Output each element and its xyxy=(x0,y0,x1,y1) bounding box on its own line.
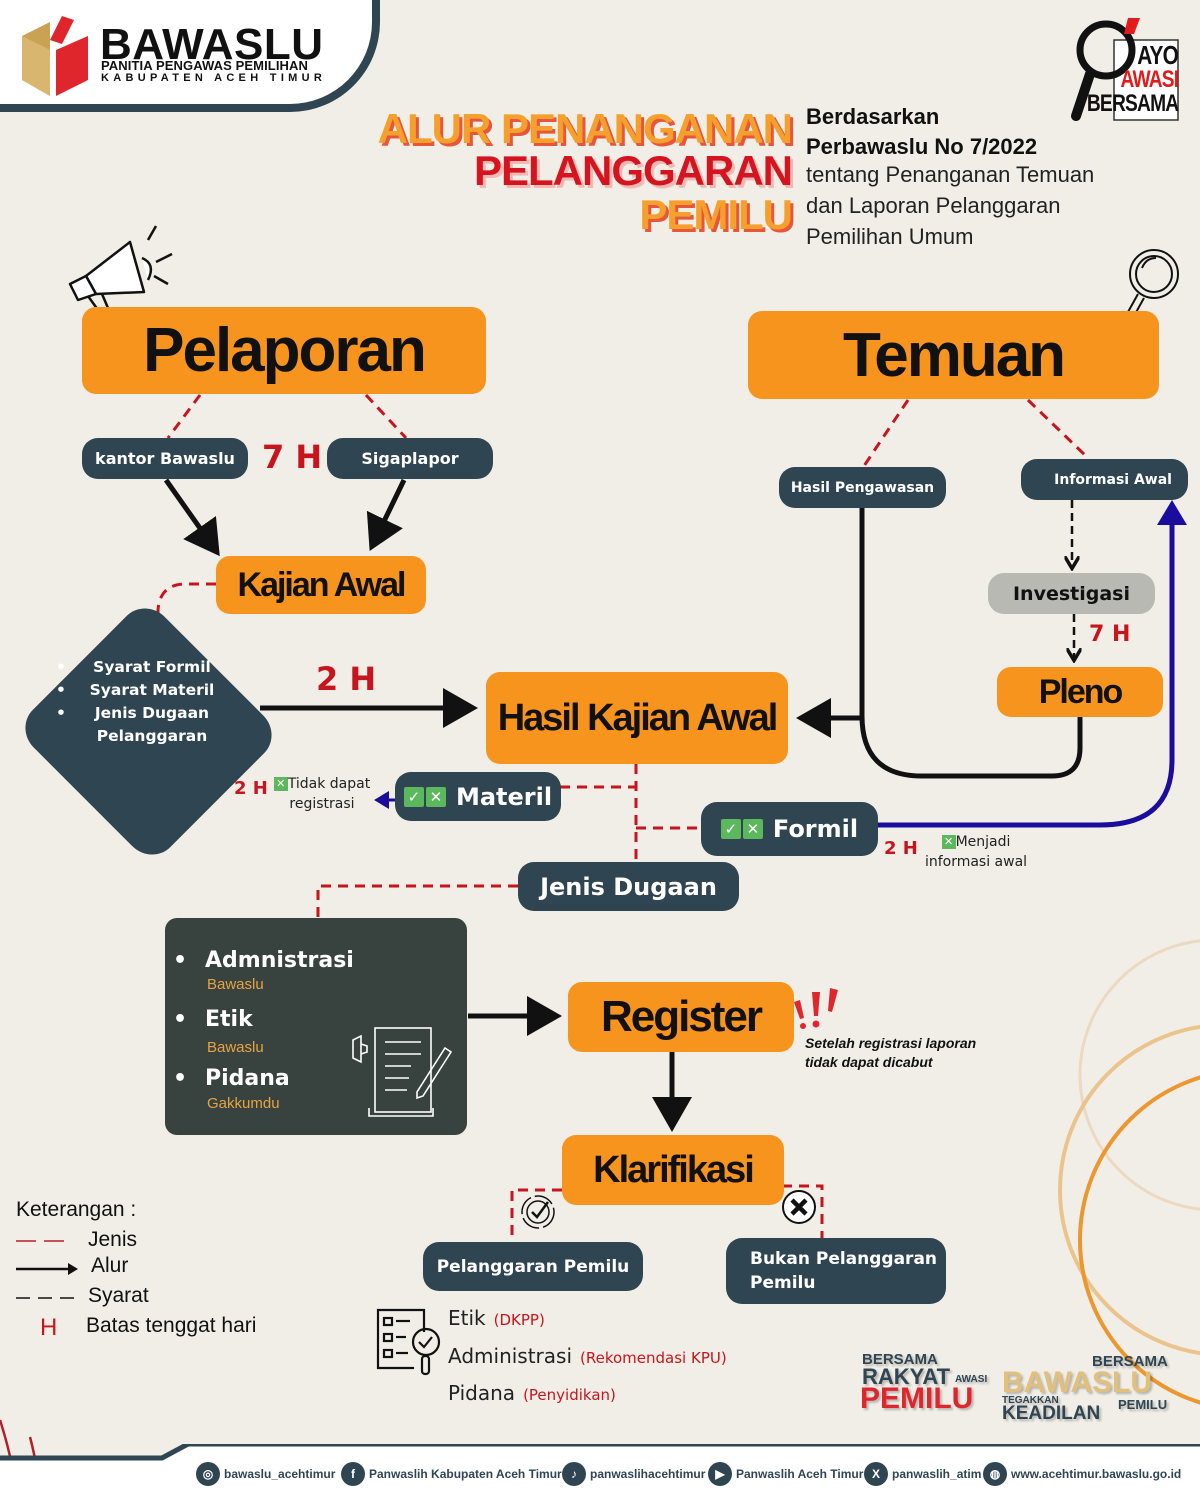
syarat-item: •Syarat Formil xyxy=(56,658,211,676)
x-icon: ✕ xyxy=(941,835,956,849)
magnifier-icon xyxy=(1127,249,1179,316)
logo-subtitle-1: PANITIA PENGAWAS PEMILIHAN xyxy=(101,58,309,73)
klarifikasi-box: Klarifikasi xyxy=(562,1135,784,1205)
outcome-item: Pidana(Penyidikan) xyxy=(448,1381,616,1405)
x-icon: X xyxy=(864,1462,888,1486)
legend-arrow-icon xyxy=(16,1263,78,1275)
social-website[interactable]: ◍www.acehtimur.bawaslu.go.id xyxy=(983,1462,1181,1486)
youtube-icon: ▶ xyxy=(708,1462,732,1486)
outcome-item: Etik(DKPP) xyxy=(448,1306,545,1330)
jenis-item: •Admnistrasi xyxy=(173,948,354,973)
megaphone-icon xyxy=(68,225,173,310)
formil-pill: ✓✕Formil xyxy=(701,802,878,856)
slogan-awasi: AWASI xyxy=(955,1374,988,1385)
materil-pill: ✓✕Materil xyxy=(395,772,561,821)
slogan-rakyat: RAKYAT xyxy=(862,1364,951,1389)
badge-bersama: BERSAMA xyxy=(1086,90,1179,117)
basis-line-1: Berdasarkan xyxy=(806,104,940,129)
title-line-1: ALUR PENANGANAN xyxy=(377,105,793,152)
slogan-pemilu-right: PEMILU xyxy=(1118,1397,1168,1412)
deadline-kajian: 2 H xyxy=(316,660,377,698)
kajian-awal-box: Kajian Awal xyxy=(216,556,426,614)
basis-line-4: dan Laporan Pelanggaran xyxy=(806,193,1061,218)
social-instagram[interactable]: ◎bawaslu_acehtimur xyxy=(196,1462,335,1486)
social-youtube[interactable]: ▶Panwaslih Aceh Timur xyxy=(708,1462,863,1486)
register-note: Setelah registrasi laporan tidak dapat d… xyxy=(805,1035,977,1070)
footer-bar xyxy=(0,1444,1200,1500)
exclamation-warning-icon xyxy=(794,988,838,1029)
syarat-item: •Jenis Dugaan Pelanggaran xyxy=(56,704,210,745)
legend-title: Keterangan : xyxy=(16,1198,137,1221)
basis-line-5: Pemilihan Umum xyxy=(806,224,974,249)
hasil-pengawasan-pill: Hasil Pengawasan xyxy=(779,467,946,508)
document-pen-icon xyxy=(352,1027,453,1117)
jenis-dugaan-pill: Jenis Dugaan xyxy=(518,862,739,911)
slogan-tegakkan: TEGAKKAN xyxy=(1002,1395,1059,1406)
formil-deadline: 2 H xyxy=(884,838,918,859)
checklist-search-icon xyxy=(376,1308,441,1376)
badge-ayo: AYO xyxy=(1137,40,1179,70)
instagram-icon: ◎ xyxy=(196,1462,220,1486)
legend-h-symbol: H xyxy=(40,1314,58,1341)
sigaplapor-pill: Sigaplapor xyxy=(327,438,493,479)
facebook-icon: f xyxy=(341,1462,365,1486)
jenis-handler: Gakkumdu xyxy=(207,1095,280,1112)
check-x-icon: ✓✕ xyxy=(403,786,446,807)
syarat-item: •Syarat Materil xyxy=(56,681,215,699)
syarat-list: •Syarat Formil •Syarat Materil •Jenis Du… xyxy=(52,656,252,748)
social-tiktok[interactable]: ♪panwaslihacehtimur xyxy=(562,1462,705,1486)
logo-title: BAWASLU xyxy=(100,20,324,69)
jenis-item: •Pidana xyxy=(173,1066,290,1091)
jenis-dugaan-box: •Admnistrasi Bawaslu •Etik Bawaslu •Pida… xyxy=(165,918,467,1135)
slogan-keadilan: KEADILAN xyxy=(1002,1403,1101,1424)
badge-awasi: AWASI xyxy=(1120,66,1179,93)
kantor-bawaslu-pill: kantor Bawaslu xyxy=(82,438,248,479)
x-icon: ✕ xyxy=(273,777,288,791)
legend-black-dash-icon xyxy=(16,1297,78,1299)
legend-label: Jenis xyxy=(88,1228,138,1251)
check-x-icon: ✓✕ xyxy=(720,819,763,839)
tiktok-icon: ♪ xyxy=(562,1462,586,1486)
pelanggaran-pemilu-pill: Pelanggaran Pemilu xyxy=(423,1242,643,1291)
informasi-awal-pill: Informasi Awal xyxy=(1021,459,1188,500)
deadline-pelaporan: 7 H xyxy=(262,438,323,476)
pleno-box: Pleno xyxy=(997,667,1163,717)
slogan-bersama-right: BERSAMA xyxy=(1092,1353,1168,1370)
legend-label: Batas tenggat hari xyxy=(86,1314,257,1337)
deadline-investigasi: 7 H xyxy=(1089,622,1131,647)
temuan-box: Temuan xyxy=(748,311,1159,399)
pelaporan-box: Pelaporan xyxy=(82,307,486,394)
globe-icon: ◍ xyxy=(983,1462,1007,1486)
outcome-item: Administrasi(Rekomendasi KPU) xyxy=(448,1344,727,1368)
title-line-2: PELANGGARAN xyxy=(473,147,793,194)
ballot-box-logo-icon xyxy=(22,16,88,96)
legend-red-dash-icon xyxy=(16,1240,70,1242)
basis-line-2: Perbawaslu No 7/2022 xyxy=(806,134,1038,159)
slogan-pemilu-left: PEMILU xyxy=(860,1382,974,1415)
jenis-handler: Bawaslu xyxy=(207,976,264,993)
logo-subtitle-2: KABUPATEN ACEH TIMUR xyxy=(101,72,327,84)
slogan-bersama-left: BERSAMA xyxy=(862,1351,938,1368)
legend-label: Syarat xyxy=(88,1284,149,1307)
magnifier-badge-icon xyxy=(1071,18,1179,121)
slogan-bawaslu: BAWASLU xyxy=(1002,1366,1152,1399)
materil-deadline: 2 H xyxy=(234,778,268,799)
jenis-handler: Bawaslu xyxy=(207,1039,264,1056)
legend-label: Alur xyxy=(91,1254,129,1277)
jenis-item: •Etik xyxy=(173,1007,253,1032)
hasil-kajian-awal-box: Hasil Kajian Awal xyxy=(486,672,788,764)
register-box: Register xyxy=(568,982,794,1052)
basis-line-3: tentang Penanganan Temuan xyxy=(806,162,1095,187)
ayo-awasi-bersama-badge: AYO AWASI BERSAMA xyxy=(1062,12,1180,124)
check-circle-icon xyxy=(521,1195,555,1229)
x-circle-icon xyxy=(782,1190,816,1224)
investigasi-pill: Investigasi xyxy=(988,573,1155,614)
title-line-3: PEMILU xyxy=(639,191,793,238)
